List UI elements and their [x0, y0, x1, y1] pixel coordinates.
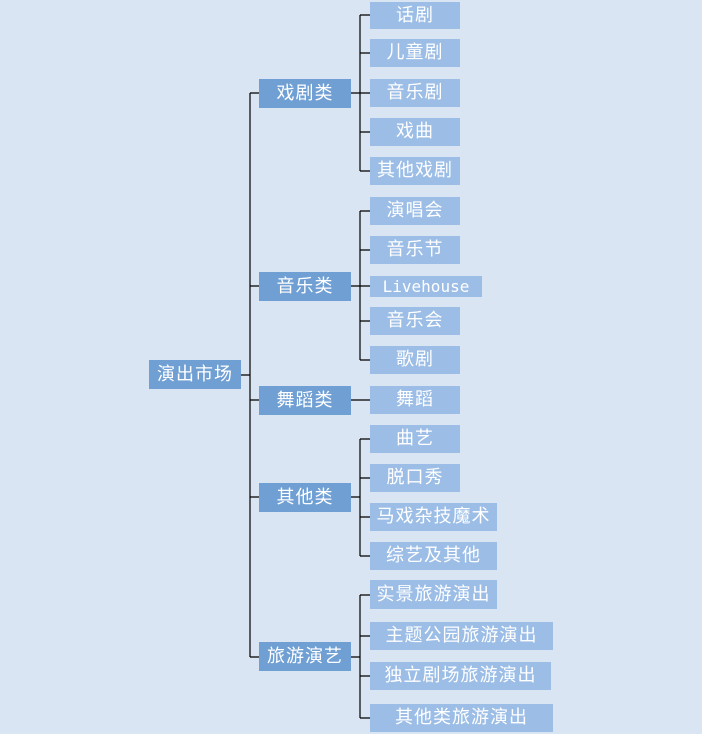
- root-connector: [241, 92, 259, 658]
- root-node-performance-market: 演出市场: [149, 360, 241, 389]
- leaf-other-variety: 综艺及其他: [370, 542, 497, 570]
- category-music: 音乐类: [259, 272, 351, 301]
- leaf-drama-musical: 音乐剧: [370, 79, 460, 107]
- leaf-music-opera: 歌剧: [370, 346, 460, 374]
- category-dance: 舞蹈类: [259, 386, 351, 415]
- category-4-connector: [351, 438, 370, 557]
- leaf-tourism-realscene: 实景旅游演出: [370, 580, 497, 609]
- category-drama: 戏剧类: [259, 79, 351, 108]
- leaf-drama-opera: 戏曲: [370, 118, 460, 146]
- category-other: 其他类: [259, 483, 351, 512]
- category-tourism: 旅游演艺: [259, 642, 351, 671]
- category-2-connector: [351, 210, 370, 361]
- leaf-music-livehouse: Livehouse: [370, 276, 482, 297]
- leaf-tourism-theater: 独立剧场旅游演出: [370, 662, 551, 690]
- leaf-other-quyi: 曲艺: [370, 425, 460, 453]
- leaf-tourism-other: 其他类旅游演出: [370, 704, 553, 732]
- category-1-connector: [351, 14, 370, 172]
- leaf-music-classical: 音乐会: [370, 307, 460, 335]
- leaf-other-circus-magic: 马戏杂技魔术: [370, 503, 497, 531]
- leaf-other-standup: 脱口秀: [370, 464, 460, 492]
- leaf-drama-huaju: 话剧: [370, 2, 460, 29]
- leaf-dance: 舞蹈: [370, 386, 460, 414]
- leaf-tourism-themepark: 主题公园旅游演出: [370, 622, 553, 650]
- category-5-connector: [351, 594, 370, 719]
- leaf-drama-other: 其他戏剧: [370, 157, 460, 185]
- leaf-music-festival: 音乐节: [370, 236, 460, 264]
- leaf-music-concert: 演唱会: [370, 197, 460, 225]
- leaf-drama-children: 儿童剧: [370, 39, 460, 67]
